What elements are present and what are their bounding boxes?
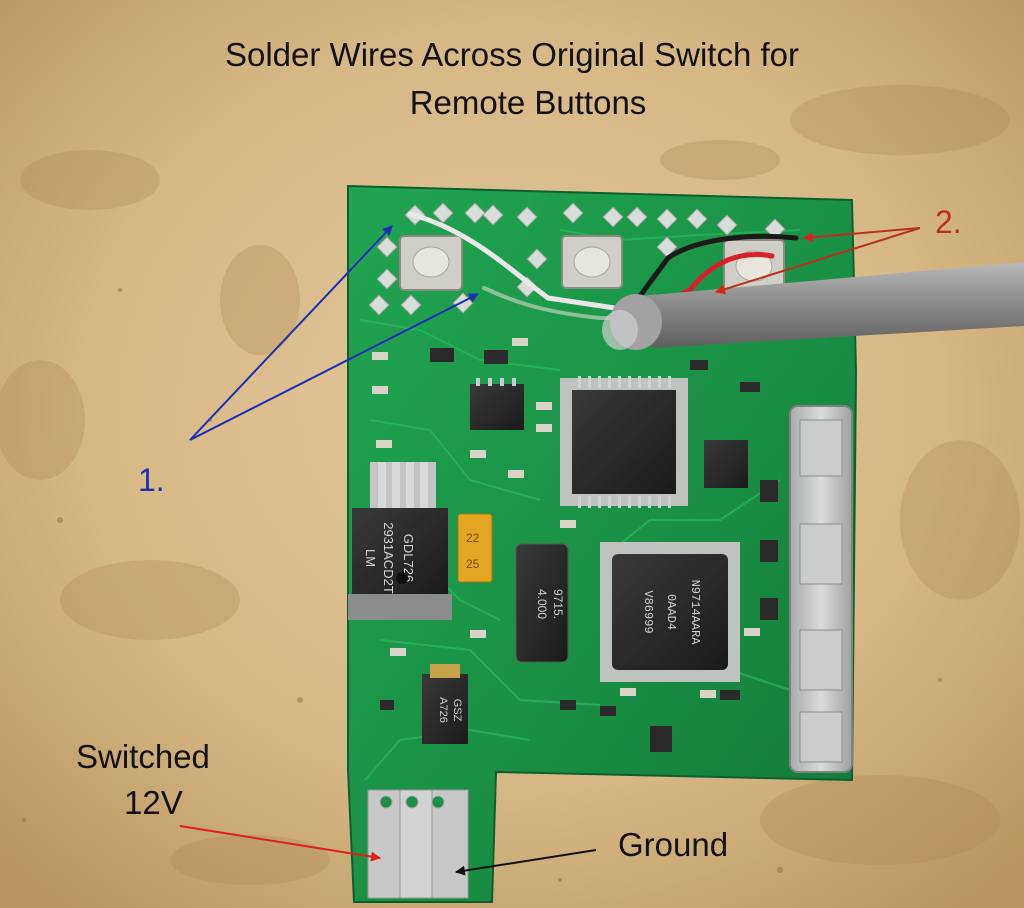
regulator-part-text: 2931ACD2T [381, 522, 396, 594]
gray-cable [602, 262, 1024, 350]
annotation-arrows [179, 225, 921, 876]
edge-connector-pads [367, 789, 469, 899]
arrow-blue-2 [189, 293, 479, 441]
small-ic-bottom: A726 GSZ [422, 664, 468, 744]
crystal-freq-text: 4.000 [535, 589, 549, 619]
arrow-red-2a [803, 227, 921, 243]
small-ic-code-text: A726 [437, 697, 449, 723]
arrow-blue-1 [189, 225, 393, 441]
capacitor-top-text: 22 [466, 531, 480, 545]
switched-label: Switched [76, 738, 210, 775]
crystal-code-text: 9715. [551, 589, 565, 619]
plcc-chip: V86999 0AAD4 N9714AARA [600, 542, 740, 682]
title-line-2: Remote Buttons [409, 84, 647, 121]
ground-label: Ground [618, 826, 729, 863]
voltage-regulator: LM 2931ACD2T GDL726 [348, 462, 452, 620]
arrow-black-ground [455, 849, 597, 876]
solder-wires [407, 211, 799, 320]
smd-passives [372, 338, 760, 698]
capacitor-bottom-text: 25 [466, 557, 480, 571]
small-ic-code2-text: GSZ [451, 699, 463, 722]
solder-pads [368, 202, 786, 316]
side-connector [789, 405, 853, 773]
callout-1-label: 1. [138, 462, 165, 498]
title-line-1: Solder Wires Across Original Switch for [224, 36, 799, 73]
regulator-code-text: GDL726 [401, 534, 416, 582]
mcu-part-text: V86999 [641, 590, 655, 633]
smd-components [380, 348, 778, 752]
qfp-chip-top [560, 376, 688, 508]
tactile-switch-3 [723, 239, 785, 293]
arrow-red-2b [715, 227, 921, 295]
tantalum-capacitor: 22 25 [457, 513, 493, 583]
regulator-model-text: LM [363, 549, 378, 567]
surface-stains [0, 85, 1020, 885]
tactile-switch-2 [561, 235, 623, 289]
mcu-code-text: N9714AARA [688, 580, 702, 646]
arrow-red-12v [179, 825, 381, 862]
voltage-label: 12V [124, 784, 183, 821]
tactile-switch-1 [399, 235, 463, 291]
small-ic-right [704, 440, 748, 488]
crystal-oscillator: 4.000 9715. [515, 543, 569, 663]
mcu-batch-text: 0AAD4 [664, 594, 678, 630]
callout-2-label: 2. [935, 204, 962, 240]
small-ic-soic [470, 378, 524, 430]
